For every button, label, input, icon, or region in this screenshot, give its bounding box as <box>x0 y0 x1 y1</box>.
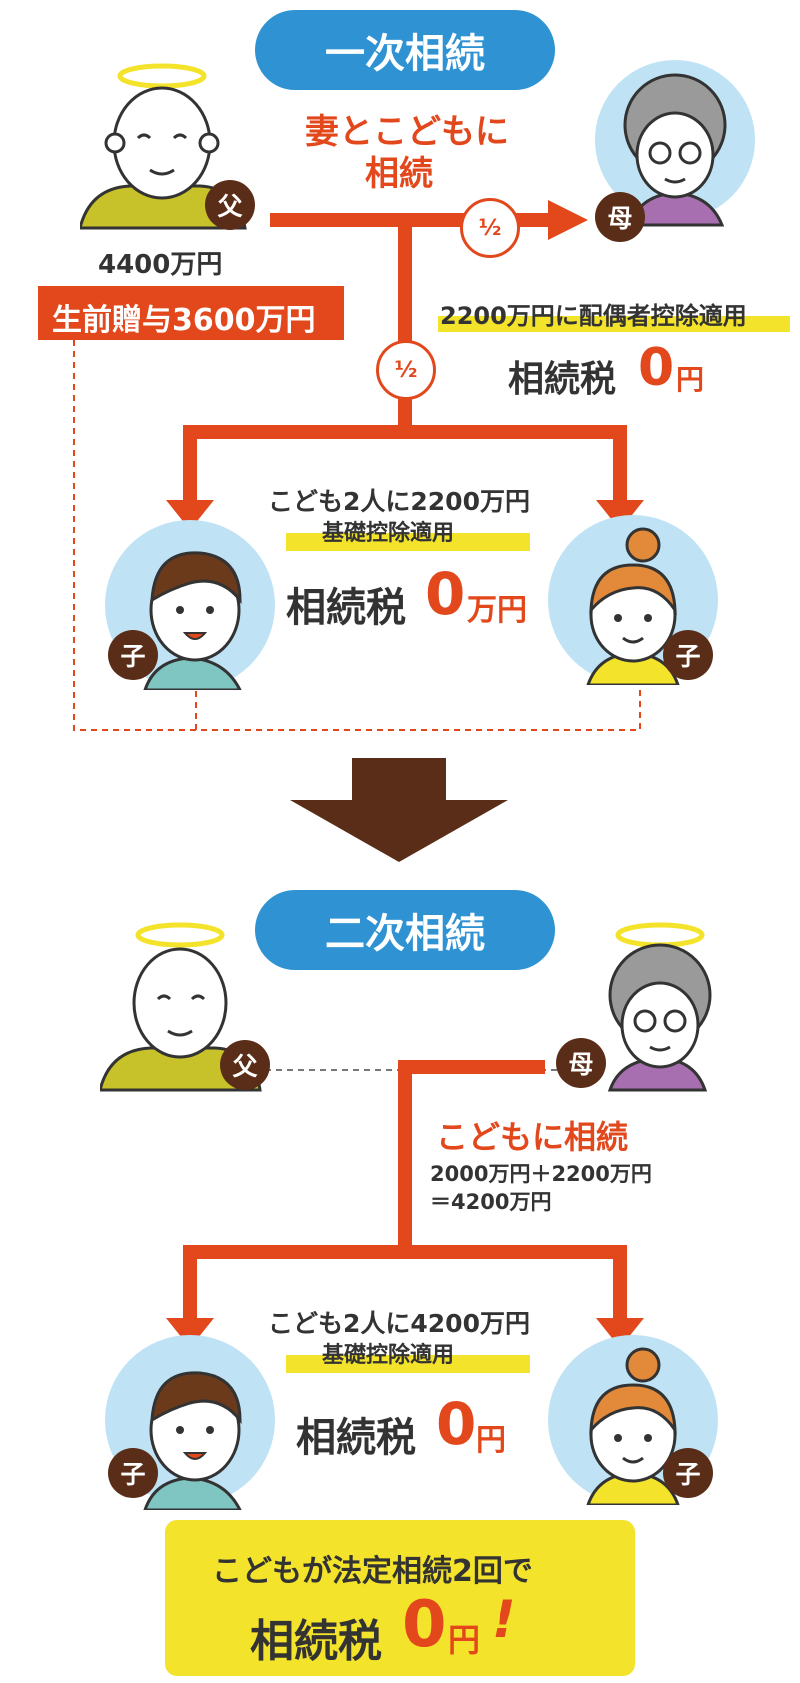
arrow-head-right-child-1 <box>596 500 644 530</box>
gift-box <box>38 286 344 340</box>
summary-tax-unit: 円 <box>448 1621 481 1659</box>
transition-arrow <box>290 758 508 862</box>
halo-icon <box>117 63 207 89</box>
summary-line1: こどもが法定相続2回で <box>212 1554 533 1589</box>
mother-badge: 母 <box>595 192 645 242</box>
children-deduction-first: 基礎控除適用 <box>322 521 455 546</box>
halo-icon <box>135 922 225 948</box>
father-badge-second: 父 <box>220 1040 270 1090</box>
arrow-head-left-child-2 <box>166 1318 214 1348</box>
children-tax-unit-first: 万円 <box>467 593 527 628</box>
summary-tax-value: 0 <box>402 1588 447 1662</box>
child-badge-left-first: 子 <box>108 630 158 680</box>
arrow-head-to-mother <box>548 200 588 240</box>
arrow-head-left-child-1b <box>166 500 214 530</box>
spouse-note: 2200万円に配偶者控除適用 <box>440 302 747 330</box>
father-angel-avatar <box>80 63 247 230</box>
spouse-tax-value: 0 <box>638 338 675 398</box>
children-deduction-highlight-first <box>286 533 530 551</box>
second-caption: こどもに相続 <box>436 1118 629 1156</box>
tax-value-second: 0 <box>436 1390 477 1458</box>
half-to-mother: ½ <box>460 198 520 258</box>
children-note-second: こども2人に4200万円 <box>268 1309 530 1338</box>
summary-tax-label: 相続税 <box>250 1616 382 1667</box>
mother-badge-second: 母 <box>556 1038 606 1088</box>
children-branch-second <box>183 1245 627 1330</box>
child-badge-left-second: 子 <box>108 1448 158 1498</box>
spouse-note-highlight <box>438 316 790 332</box>
children-note-first: こども2人に2200万円 <box>268 487 530 516</box>
child-badge-right-first: 子 <box>663 630 713 680</box>
children-branch-first <box>183 425 627 520</box>
first-caption-line1: 妻とこどもに <box>305 112 509 152</box>
children-deduction-highlight-second <box>286 1355 530 1373</box>
halo-icon <box>615 922 705 948</box>
half-to-children: ½ <box>376 340 436 400</box>
arrow-head-right-child-2 <box>596 1318 644 1348</box>
tax-unit-second: 円 <box>476 1423 506 1458</box>
spouse-tax-label: 相続税 <box>508 359 617 400</box>
children-tax-value-first: 0 <box>425 560 466 628</box>
child-badge-right-second: 子 <box>663 1448 713 1498</box>
children-deduction-second: 基礎控除適用 <box>322 1343 455 1368</box>
second-calc-line2: ＝4200万円 <box>430 1190 552 1214</box>
father-badge: 父 <box>205 180 255 230</box>
summary-exclaim: ! <box>492 1590 516 1650</box>
second-inheritance-title: 二次相続 <box>255 890 555 970</box>
summary-box <box>165 1520 635 1676</box>
first-inheritance-title: 一次相続 <box>255 10 555 90</box>
second-calc-line1: 2000万円＋2200万円 <box>430 1162 652 1186</box>
gift-dashed-line <box>73 340 641 731</box>
gift-label: 生前贈与3600万円 <box>52 303 316 338</box>
mother-to-trunk-line <box>398 1060 545 1252</box>
father-estate: 4400万円 <box>98 250 223 280</box>
children-tax-label-first: 相続税 <box>286 585 406 631</box>
tax-label-second: 相続税 <box>296 1415 416 1461</box>
first-caption-line2: 相続 <box>365 154 433 194</box>
mother-angel-avatar-second <box>607 922 712 1092</box>
spouse-tax-unit: 円 <box>676 363 705 396</box>
